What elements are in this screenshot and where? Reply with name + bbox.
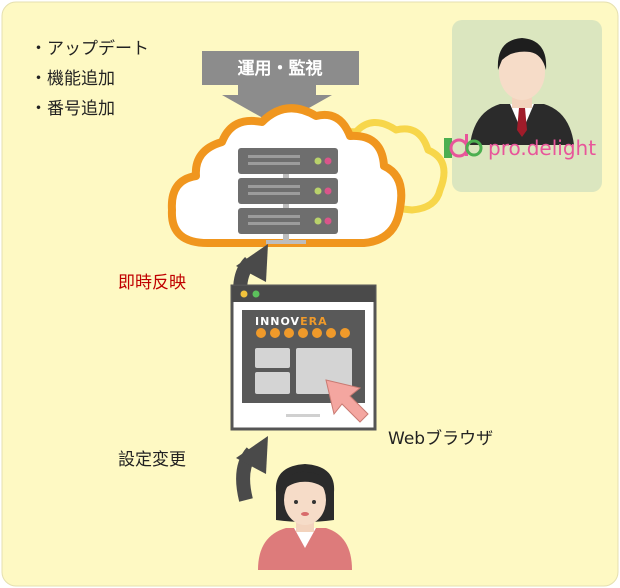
server-unit [238,148,338,174]
rating-dots [256,328,350,338]
female-avatar-icon [258,464,352,570]
reflect-label: 即時反映 [118,273,186,293]
server-unit [238,178,338,204]
presenter-panel [444,20,602,192]
feature-item-update: ・アップデート [30,39,149,59]
server-stack-icon [238,148,338,244]
app-logo-suffix: ERA [300,315,328,328]
operations-arrow [202,51,359,126]
cursor-arrow-icon [325,379,369,423]
brand-name-text: pro.delight [488,136,597,160]
brand-name: pro.delight [488,136,596,160]
brand-logo-icon [444,134,483,158]
browser-window-icon [230,284,377,431]
male-avatar-icon [470,38,574,145]
app-logo: INNOVERA [255,315,328,328]
browser-label: Webブラウザ [388,429,494,449]
server-unit [238,208,338,234]
settings-arrow [236,436,268,502]
feature-item-number-add: ・番号追加 [30,99,115,119]
settings-label: 設定変更 [118,450,186,470]
operations-label: 運用・監視 [237,59,323,79]
app-logo-prefix: INNOV [255,315,301,328]
feature-item-function-add: ・機能追加 [30,69,115,89]
